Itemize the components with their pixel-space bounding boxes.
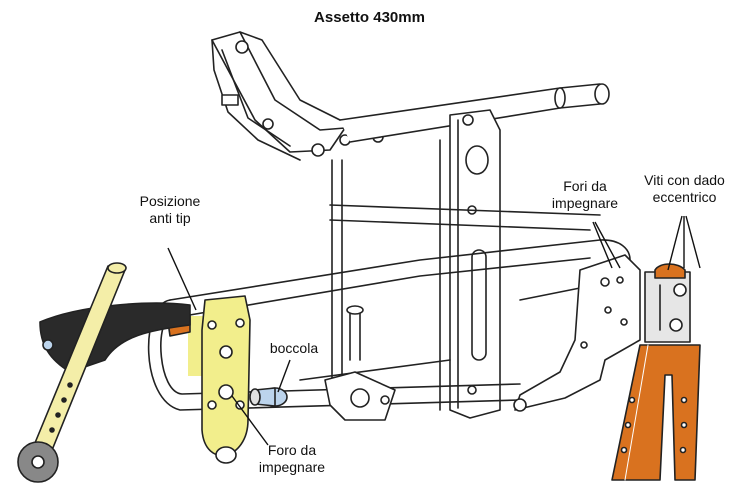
- callout-foro: [231, 395, 269, 446]
- side-plate: [439, 109, 501, 419]
- callout-anti-tip: [167, 247, 197, 311]
- vertical-posts: [331, 159, 364, 401]
- callout-viti-1: [667, 215, 683, 271]
- label-viti: Viti con dado eccentrico: [644, 172, 725, 205]
- backrest-linkage: [211, 31, 384, 161]
- label-boccola: boccola: [269, 340, 319, 356]
- bushing: [249, 387, 288, 407]
- callout-fori-2: [594, 221, 621, 269]
- callout-boccola: [277, 359, 291, 393]
- lower-bracket: [324, 371, 396, 421]
- callout-fori-1: [592, 221, 613, 269]
- label-foro: Foro da impegnare: [258, 442, 326, 475]
- anti-tip-tube: [17, 262, 127, 483]
- diagram-title: Assetto 430mm: [314, 9, 425, 26]
- label-fori: Fori da impegnare: [551, 178, 619, 211]
- anti-tip-plate: [188, 295, 251, 464]
- right-bracket-plate: [513, 254, 641, 412]
- callout-viti-3: [685, 215, 701, 269]
- callout-lines: [167, 215, 701, 446]
- orange-fork: [611, 344, 701, 481]
- label-anti-tip: Posizione anti tip: [139, 193, 201, 226]
- dark-handle: [39, 302, 191, 373]
- eccentric-clamp: [644, 263, 691, 343]
